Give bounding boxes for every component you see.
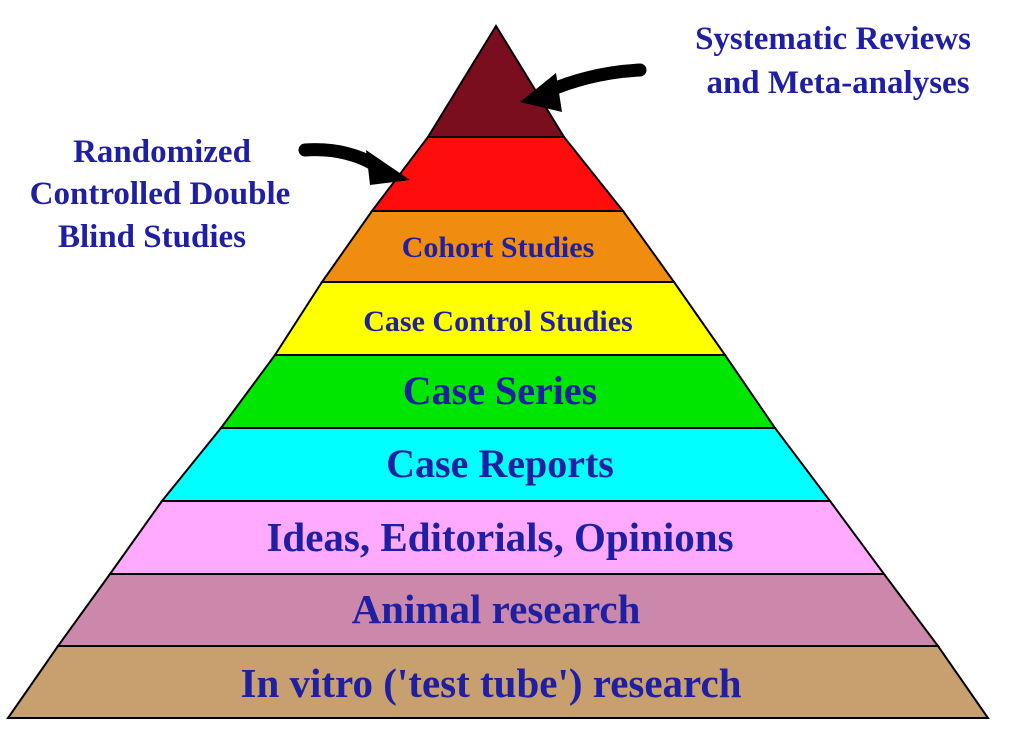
callout-arrows xyxy=(298,63,647,185)
tier-label-cohort-studies: Cohort Studies xyxy=(402,231,595,264)
arrow-to-systematic-reviews xyxy=(520,63,647,112)
tier-in-vitro-research xyxy=(6,645,990,719)
tier-label-animal-research: Animal research xyxy=(352,586,641,632)
callout-randomized-controlled: Randomized Controlled Double Blind Studi… xyxy=(30,134,291,255)
tier-label-ideas-editorials: Ideas, Editorials, Opinions xyxy=(266,514,733,560)
tier-systematic-reviews xyxy=(426,24,566,138)
tier-labels: Cohort Studies Case Control Studies Case… xyxy=(240,231,741,706)
tier-label-in-vitro-research: In vitro ('test tube') research xyxy=(240,660,741,706)
tier-label-case-reports: Case Reports xyxy=(386,441,614,486)
callout-randomized-line2: Controlled Double xyxy=(30,176,291,212)
pyramid xyxy=(6,24,990,719)
arrow-to-randomized-controlled xyxy=(298,143,410,185)
tier-randomized-controlled xyxy=(369,136,626,212)
tier-label-case-series: Case Series xyxy=(403,368,597,413)
callout-systematic-reviews-line1: Systematic Reviews xyxy=(695,21,971,57)
callout-systematic-reviews: Systematic Reviews and Meta-analyses xyxy=(695,21,971,101)
callout-randomized-line1: Randomized xyxy=(73,134,251,170)
tier-label-case-control-studies: Case Control Studies xyxy=(363,305,632,338)
callout-randomized-line3: Blind Studies xyxy=(58,219,246,255)
callout-systematic-reviews-line2: and Meta-analyses xyxy=(706,65,969,101)
